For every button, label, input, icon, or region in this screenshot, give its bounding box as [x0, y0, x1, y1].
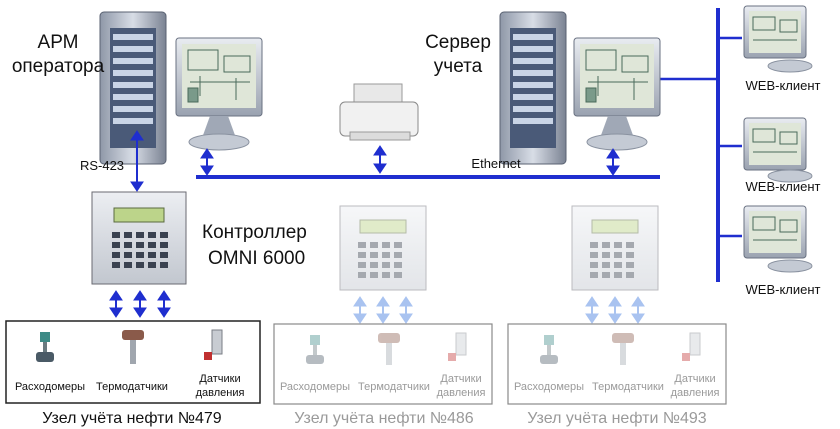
web-client-3 — [743, 205, 813, 273]
sensor-flow-label: Расходомеры — [15, 381, 85, 393]
workstation-title-line1: АРМ — [38, 32, 79, 53]
station-box-486 — [273, 323, 493, 405]
sensor-flow-label: Расходомеры — [514, 381, 584, 393]
web-client-label-3: WEB-клиент — [746, 282, 821, 297]
flowmeter-icon — [540, 335, 558, 364]
thermosensor-icon — [122, 330, 144, 364]
scada-mimic-icon — [752, 16, 798, 41]
pressure-sensor-icon — [448, 332, 467, 361]
monitor-stand — [202, 116, 236, 138]
sensor-arrow-493-2 — [608, 296, 622, 324]
controller-omni-486 — [339, 205, 427, 291]
sensor-temp-label: Термодатчики — [592, 381, 664, 393]
controller-omni-479 — [91, 191, 187, 285]
keypad-icon — [590, 242, 634, 278]
controller-display — [113, 207, 165, 223]
ethernet-arrow-workstation — [200, 148, 214, 176]
sensor-arrow-479-2 — [133, 290, 147, 318]
monitor-stand — [600, 116, 634, 138]
workstation-computer — [99, 11, 263, 165]
controller-title-line1: Контроллер — [202, 222, 307, 243]
thermosensor-icon — [612, 333, 634, 365]
pressure-sensor-icon — [682, 332, 701, 361]
keypad-icon — [358, 242, 402, 278]
ethernet-label: Ethernet — [471, 156, 521, 171]
server-title-line1: Сервер — [425, 32, 491, 53]
monitor-base — [767, 169, 813, 183]
web-client-1 — [743, 5, 813, 73]
link-arrows-faded — [353, 296, 645, 324]
station-box-493 — [507, 323, 727, 405]
tower-slots-icon — [513, 34, 553, 124]
sensor-pressure-label-line2: давления — [671, 387, 720, 399]
controller-title-line2: OMNI 6000 — [208, 248, 305, 269]
controller-display — [591, 219, 639, 234]
server-title-line2: учета — [434, 56, 483, 77]
web-client-label-2: WEB-клиент — [746, 179, 821, 194]
sensor-temp-label: Термодатчики — [96, 381, 168, 393]
tower-slots-icon — [113, 34, 153, 124]
scada-mimic-icon — [752, 216, 798, 241]
ethernet-arrow-server — [606, 148, 620, 176]
ethernet-arrow-printer — [373, 145, 387, 174]
server-computer — [499, 11, 661, 165]
sensor-arrow-486-1 — [353, 296, 367, 324]
pressure-sensor-icon — [204, 329, 223, 360]
sensor-arrow-486-3 — [399, 296, 413, 324]
rs-arrow — [130, 130, 144, 192]
controller-omni-493 — [571, 205, 659, 291]
sensor-flow-label: Расходомеры — [280, 381, 350, 393]
flowmeter-icon — [306, 335, 324, 364]
web-client-2 — [743, 117, 813, 183]
station-name-486: Узел учёта нефти №486 — [294, 410, 474, 427]
workstation-title-line2: оператора — [12, 56, 105, 77]
scada-mimic-icon — [585, 49, 649, 103]
link-arrows — [109, 130, 620, 318]
rs-link-label: RS-423 — [80, 158, 124, 173]
keypad-icon — [112, 232, 168, 268]
sensor-pressure-label-line1: Датчики — [674, 373, 715, 385]
scada-mimic-icon — [752, 128, 798, 153]
sensor-temp-label: Термодатчики — [358, 381, 430, 393]
sensor-pressure-label-line2: давления — [196, 387, 245, 399]
sensor-arrow-486-2 — [376, 296, 390, 324]
flowmeter-icon — [36, 332, 54, 362]
scada-mimic-icon — [187, 49, 251, 103]
printer-tray — [353, 83, 403, 105]
sensor-arrow-479-3 — [157, 290, 171, 318]
network-links — [196, 8, 742, 282]
controller-body — [571, 205, 659, 291]
sensor-arrow-493-1 — [585, 296, 599, 324]
printer-body — [339, 101, 419, 137]
station-name-493: Узел учёта нефти №493 — [527, 410, 707, 427]
thermosensor-icon — [378, 333, 400, 365]
controller-body — [339, 205, 427, 291]
sensor-pressure-label-line1: Датчики — [440, 373, 481, 385]
station-name-479: Узел учёта нефти №479 — [42, 410, 222, 427]
station-box-479 — [5, 320, 261, 404]
printer-output — [349, 131, 411, 141]
sensor-pressure-label-line2: давления — [437, 387, 486, 399]
sensor-arrow-479-1 — [109, 290, 123, 318]
controller-display — [359, 219, 407, 234]
monitor-base — [767, 259, 813, 273]
web-client-label-1: WEB-клиент — [746, 78, 821, 93]
printer — [339, 83, 419, 141]
monitor-base — [586, 133, 648, 151]
monitor-base — [188, 133, 250, 151]
sensor-arrow-493-3 — [631, 296, 645, 324]
monitor-base — [767, 59, 813, 73]
sensor-pressure-label-line1: Датчики — [199, 373, 240, 385]
